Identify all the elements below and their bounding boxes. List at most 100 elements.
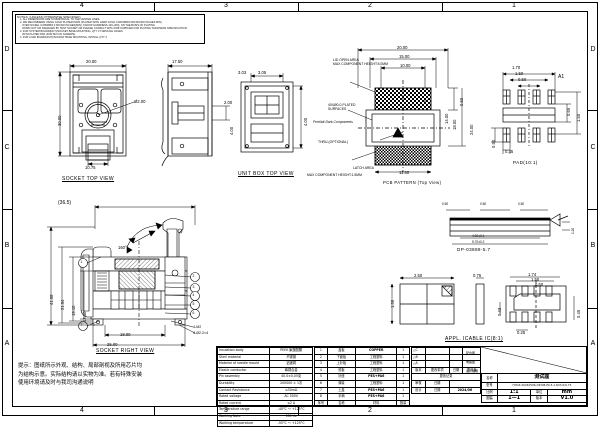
dim-pcb-1500: 15.00 xyxy=(399,54,410,59)
dim-dip-b: 0.50 xyxy=(480,202,487,206)
spec-row: Contact Resistance≤30mΩ xyxy=(216,386,313,395)
spec-param: Working Note xyxy=(216,412,271,421)
balloon-3-text: 3 xyxy=(192,285,195,289)
bom-hdr-name: 名称 xyxy=(326,399,357,408)
zone-label-top-1: 1 xyxy=(512,2,516,9)
title-block-diagonal xyxy=(481,347,587,373)
callout-max-component-height: MAX COMPONENT HEIGHT:1.5MM xyxy=(307,173,362,177)
bom-qty: 1 xyxy=(396,353,410,362)
socket-top-view-drawing xyxy=(58,64,135,166)
dim-socket-top-height: 30.00 xyxy=(57,115,62,126)
zone-label-bot-4: 4 xyxy=(80,407,84,414)
label-socket-right-view: SOCKET RIGHT VIEW xyxy=(96,348,155,354)
dim-pad-170: 1.70 xyxy=(512,65,521,70)
bom-no: 7 xyxy=(314,386,328,395)
notes-line-4: WORN OUT OR DAMAGED BY TEST SOCKET OR PL… xyxy=(20,26,188,30)
spec-value: 200000 ± 1次 xyxy=(269,379,313,388)
dim-ic-p3: 0.50 xyxy=(535,282,544,287)
rev-hdr-date: 日期 xyxy=(448,366,464,375)
label-dip-part: DP-03888-5.7 xyxy=(457,247,491,252)
balloon-6-text: 6 xyxy=(192,311,195,315)
bom-name: 盖板 xyxy=(326,347,357,355)
zone-label-right-C: C xyxy=(590,144,596,151)
spec-param: Working temperature xyxy=(216,419,271,427)
dim-ic-p6: 0.25 xyxy=(517,330,526,335)
dim-ic-width: 2.50 xyxy=(414,273,423,278)
rev-date-a xyxy=(448,360,464,368)
bom-hdr-no: 序号 xyxy=(314,399,328,408)
dim-ic-p2: 1.50 xyxy=(531,277,540,282)
bom-qty: 1 xyxy=(396,366,410,375)
dim-right-1910: 19.10 xyxy=(71,305,76,316)
dim-dip-e: 5.70±0.2 xyxy=(472,240,485,244)
approver-date xyxy=(448,379,482,388)
bom-hdr-qty: 数量 xyxy=(396,399,410,408)
rev-hdr-change: 更改事项 xyxy=(424,366,450,375)
title-rev-value: V1.0 xyxy=(546,395,588,403)
bom-material: PES+PA6 xyxy=(355,393,398,401)
spec-value: ≤2 A xyxy=(269,399,313,408)
designer-date: 2024/06 xyxy=(448,386,482,395)
socket-side-view-drawing xyxy=(161,64,230,167)
dim-pad-065: 0.65 xyxy=(566,107,571,116)
zone-label-left-B: B xyxy=(4,242,10,249)
callout-prohibit-dark-components: Prohibit Dark Components xyxy=(313,120,353,124)
zone-divider xyxy=(442,407,443,415)
dim-pcb-2400: 24.00 xyxy=(469,124,474,135)
zone-label-right-D: D xyxy=(590,46,596,53)
title-model-row: 型号 HYDZ-20240506-DP-N8-P0.5-1.8X3.0/0.75 xyxy=(481,382,588,390)
bom-name: 上针板 xyxy=(326,360,357,368)
spec-param: Durability xyxy=(216,379,271,388)
bom-qty: 1 xyxy=(396,393,410,401)
spec-param: Rated voltage xyxy=(216,393,271,401)
rev-hdr-version: 版本 xyxy=(411,366,426,375)
spec-param: Material of needle mould xyxy=(216,360,271,368)
spec-row: Temperature range-40°C ～ +125°C xyxy=(216,406,313,414)
pad-detail-drawing xyxy=(491,72,581,154)
dim-dip-a: 0.50 xyxy=(442,202,449,206)
bom-no: 6 xyxy=(314,379,328,388)
dim-pad-150: 1.50 xyxy=(515,71,524,76)
spec-param: Temperature range xyxy=(216,406,271,414)
change-record-label: 更改记录 xyxy=(411,373,481,381)
title-scale-value: 1:1 xyxy=(496,388,532,397)
balloon-1-text: 1 xyxy=(80,260,83,264)
change-record-row: 更改记录 xyxy=(411,373,481,381)
bom-material: PES+PA6 xyxy=(355,386,398,395)
approver-date-label: 日期 xyxy=(424,379,450,388)
dim-ic-p4: 0.43 xyxy=(497,307,502,316)
balloon-2-text: 2 xyxy=(192,274,195,278)
zone-divider xyxy=(588,110,597,111)
bom-no: 4 xyxy=(314,366,328,375)
title-model-value: HYDZ-20240506-DP-N8-P0.5-1.8X3.0/0.75 xyxy=(496,382,588,390)
spec-value: PEEK 聚醚醚酮 xyxy=(269,347,313,355)
spec-value: 500 Hz xyxy=(269,412,313,421)
spec-row: Rated current≤2 A xyxy=(216,399,313,408)
zone-label-left-D: D xyxy=(4,46,10,53)
notes-box xyxy=(15,14,205,44)
dim-pcb-1400: 14.00 xyxy=(444,113,449,124)
label-applicable-ic: APPL. ICABLE IC(8:1) xyxy=(445,336,504,342)
spec-value: 不锈钢 xyxy=(269,353,313,362)
designer-row: 设计 日期 2024/06 xyxy=(411,386,482,395)
bom-no: 2 xyxy=(314,353,328,362)
spec-value: -55°C ～ +125°C xyxy=(269,419,313,427)
bom-name: 底板 xyxy=(326,366,357,375)
notes-line-7: 4. FOR LOAD BOARD(DUT)/SOCKET BASE MOUNT… xyxy=(20,35,107,39)
spec-value: 40.0±0.05克 xyxy=(269,373,313,381)
bom-material: 工程塑料 xyxy=(355,360,398,368)
bom-hdr-material: 材料 xyxy=(355,399,398,408)
dim-pad-150b: 1.50 xyxy=(576,113,581,122)
bom-name: 针座 xyxy=(326,373,357,381)
designer-date-label: 日期 xyxy=(424,386,450,395)
title-unit-value: mm xyxy=(546,388,588,397)
zone-divider xyxy=(298,3,299,11)
bom-qty: 1 xyxy=(396,386,410,395)
